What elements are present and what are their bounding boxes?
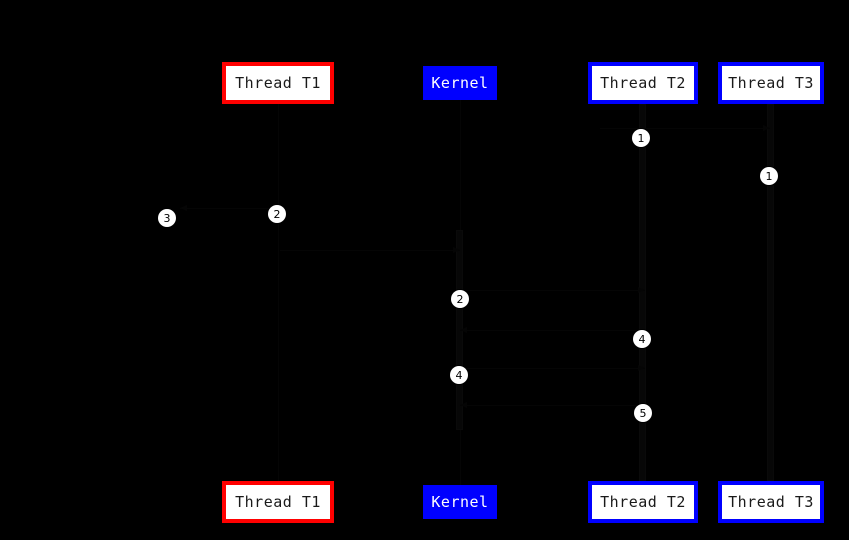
participant-bottom-t1b: Thread T1 bbox=[222, 481, 334, 523]
participant-bottom-label-kernelb: Kernel bbox=[431, 492, 489, 511]
step-marker-s-t3-1: 1 bbox=[760, 167, 778, 185]
participant-top-t2: Thread T2 bbox=[588, 62, 698, 104]
activation-bar-act-t3 bbox=[767, 104, 774, 481]
participant-bottom-label-t3b: Thread T3 bbox=[728, 492, 814, 511]
message-arrow-m2 bbox=[180, 205, 280, 211]
message-arrow-m3 bbox=[280, 247, 460, 253]
participant-bottom-kernelb: Kernel bbox=[423, 485, 497, 519]
message-arrow-m6 bbox=[460, 365, 645, 371]
participant-top-label-t3: Thread T3 bbox=[728, 73, 814, 92]
step-marker-s-kernel-4: 4 bbox=[450, 366, 468, 384]
participant-top-t1: Thread T1 bbox=[222, 62, 334, 104]
lifeline-line-t1 bbox=[278, 104, 279, 481]
participant-top-kernel: Kernel bbox=[423, 66, 497, 100]
participant-top-label-t1: Thread T1 bbox=[235, 73, 321, 92]
participant-bottom-t2b: Thread T2 bbox=[588, 481, 698, 523]
participant-top-t3: Thread T3 bbox=[718, 62, 824, 104]
step-marker-s-kernel-2: 2 bbox=[451, 290, 469, 308]
message-arrow-m1 bbox=[600, 125, 770, 131]
participant-bottom-label-t2b: Thread T2 bbox=[600, 492, 686, 511]
message-arrow-m4 bbox=[460, 287, 645, 293]
step-marker-s-t2-5: 5 bbox=[634, 404, 652, 422]
step-marker-s-t2-1: 1 bbox=[632, 129, 650, 147]
step-marker-s-t1-2: 2 bbox=[268, 205, 286, 223]
participant-top-label-t2: Thread T2 bbox=[600, 73, 686, 92]
participant-bottom-t3b: Thread T3 bbox=[718, 481, 824, 523]
message-arrow-m7 bbox=[460, 402, 645, 408]
participant-top-label-kernel: Kernel bbox=[431, 73, 489, 92]
message-arrow-m5 bbox=[460, 327, 645, 333]
participant-bottom-label-t1b: Thread T1 bbox=[235, 492, 321, 511]
step-marker-s-t1-3: 3 bbox=[158, 209, 176, 227]
step-marker-s-t2-4: 4 bbox=[633, 330, 651, 348]
